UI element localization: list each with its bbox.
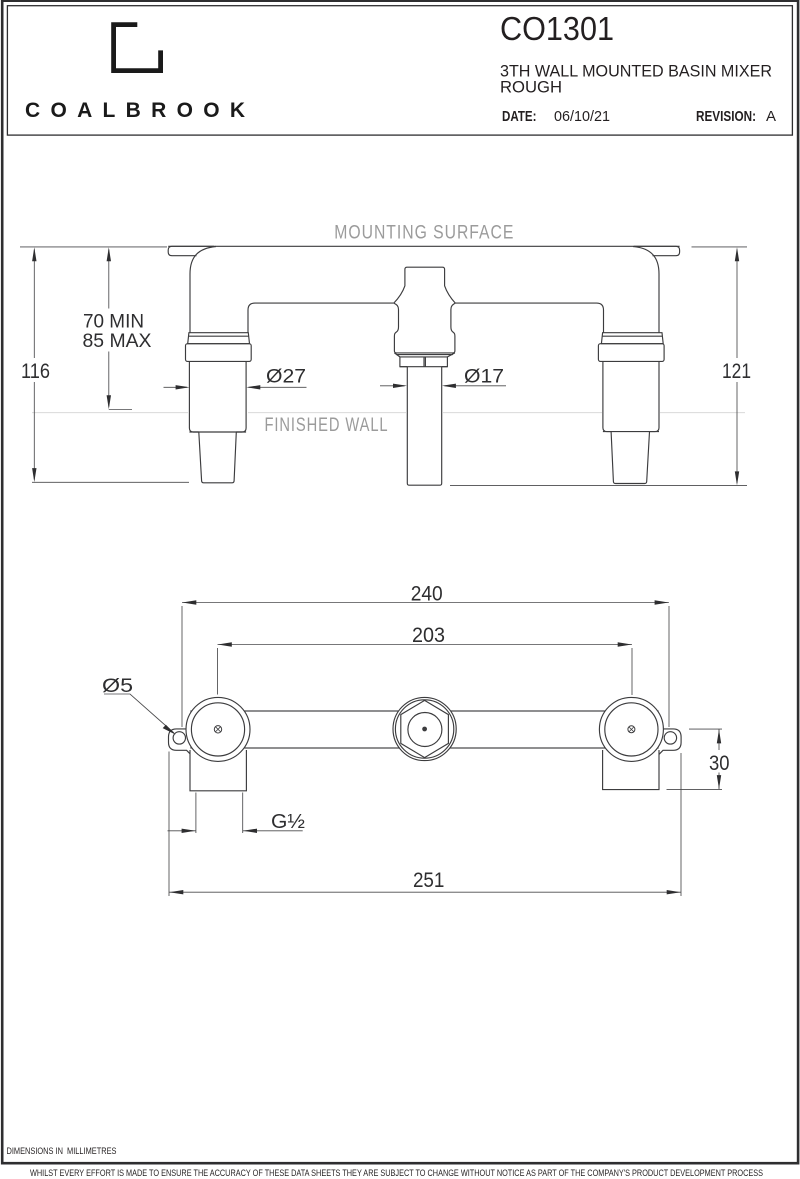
svg-text:Ø27: Ø27 [266, 366, 306, 388]
svg-text:COALBROOK: COALBROOK [25, 99, 245, 122]
svg-text:A: A [766, 108, 776, 125]
svg-text:30: 30 [709, 752, 730, 775]
svg-text:70 MIN: 70 MIN [83, 312, 144, 333]
svg-text:G½: G½ [271, 811, 305, 833]
svg-text:FINISHED WALL: FINISHED WALL [265, 414, 389, 436]
svg-text:116: 116 [21, 360, 50, 383]
svg-text:DATE:: DATE: [502, 108, 537, 125]
svg-text:203: 203 [412, 624, 445, 647]
svg-text:85 MAX: 85 MAX [83, 331, 152, 352]
svg-text:WHILST EVERY EFFORT IS MADE TO: WHILST EVERY EFFORT IS MADE TO ENSURE TH… [30, 1168, 763, 1179]
svg-text:251: 251 [413, 869, 445, 892]
svg-text:MOUNTING SURFACE: MOUNTING SURFACE [334, 222, 514, 244]
svg-text:REVISION:: REVISION: [696, 108, 756, 125]
svg-text:Ø5: Ø5 [102, 675, 133, 697]
svg-text:Ø17: Ø17 [464, 366, 504, 388]
svg-text:240: 240 [411, 583, 443, 606]
svg-text:3TH WALL MOUNTED BASIN MIXER: 3TH WALL MOUNTED BASIN MIXER [500, 62, 772, 81]
svg-text:121: 121 [722, 360, 751, 383]
svg-text:06/10/21: 06/10/21 [554, 108, 610, 125]
svg-text:CO1301: CO1301 [500, 10, 614, 47]
svg-text:ROUGH: ROUGH [500, 78, 562, 97]
svg-text:DIMENSIONS IN MILLIMETRES: DIMENSIONS IN MILLIMETRES [7, 1146, 117, 1157]
